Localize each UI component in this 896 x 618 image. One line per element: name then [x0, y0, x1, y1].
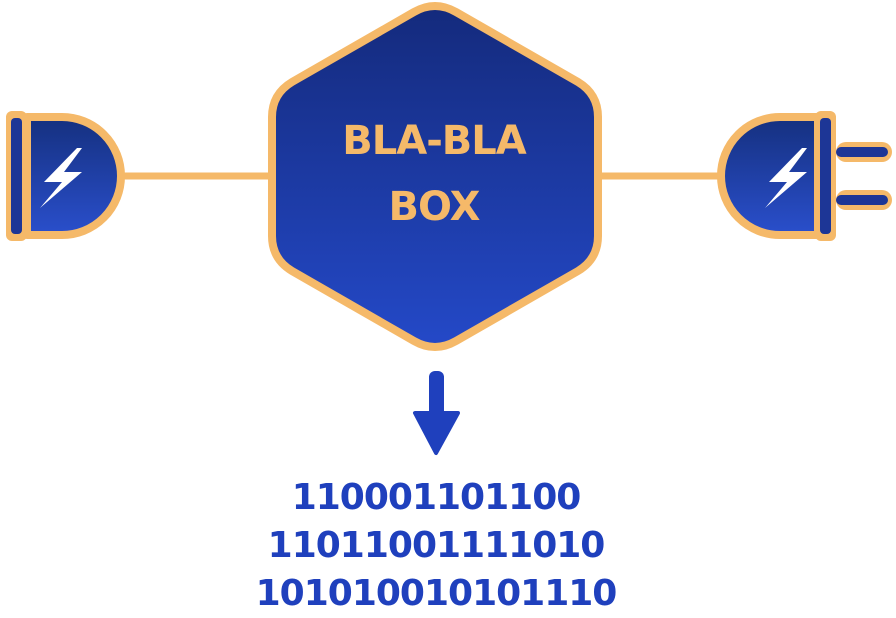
socket-icon	[6, 111, 125, 241]
bla-bla-box	[268, 2, 602, 351]
binary-line-2: 11011001111010	[267, 525, 606, 566]
arrow-down-icon	[413, 371, 460, 455]
lightning-icon	[765, 148, 807, 208]
box-title: BLA-BLA BOX	[300, 108, 568, 240]
lightning-icon	[40, 148, 82, 208]
box-title-line-2: BOX	[388, 184, 481, 230]
binary-line-1: 110001101100	[291, 477, 582, 518]
binary-output: 110001101100 11011001111010 101010010101…	[200, 474, 672, 618]
binary-line-3: 101010010101110	[255, 573, 618, 614]
box-title-line-1: BLA-BLA	[342, 118, 526, 164]
plug-icon	[717, 111, 892, 241]
